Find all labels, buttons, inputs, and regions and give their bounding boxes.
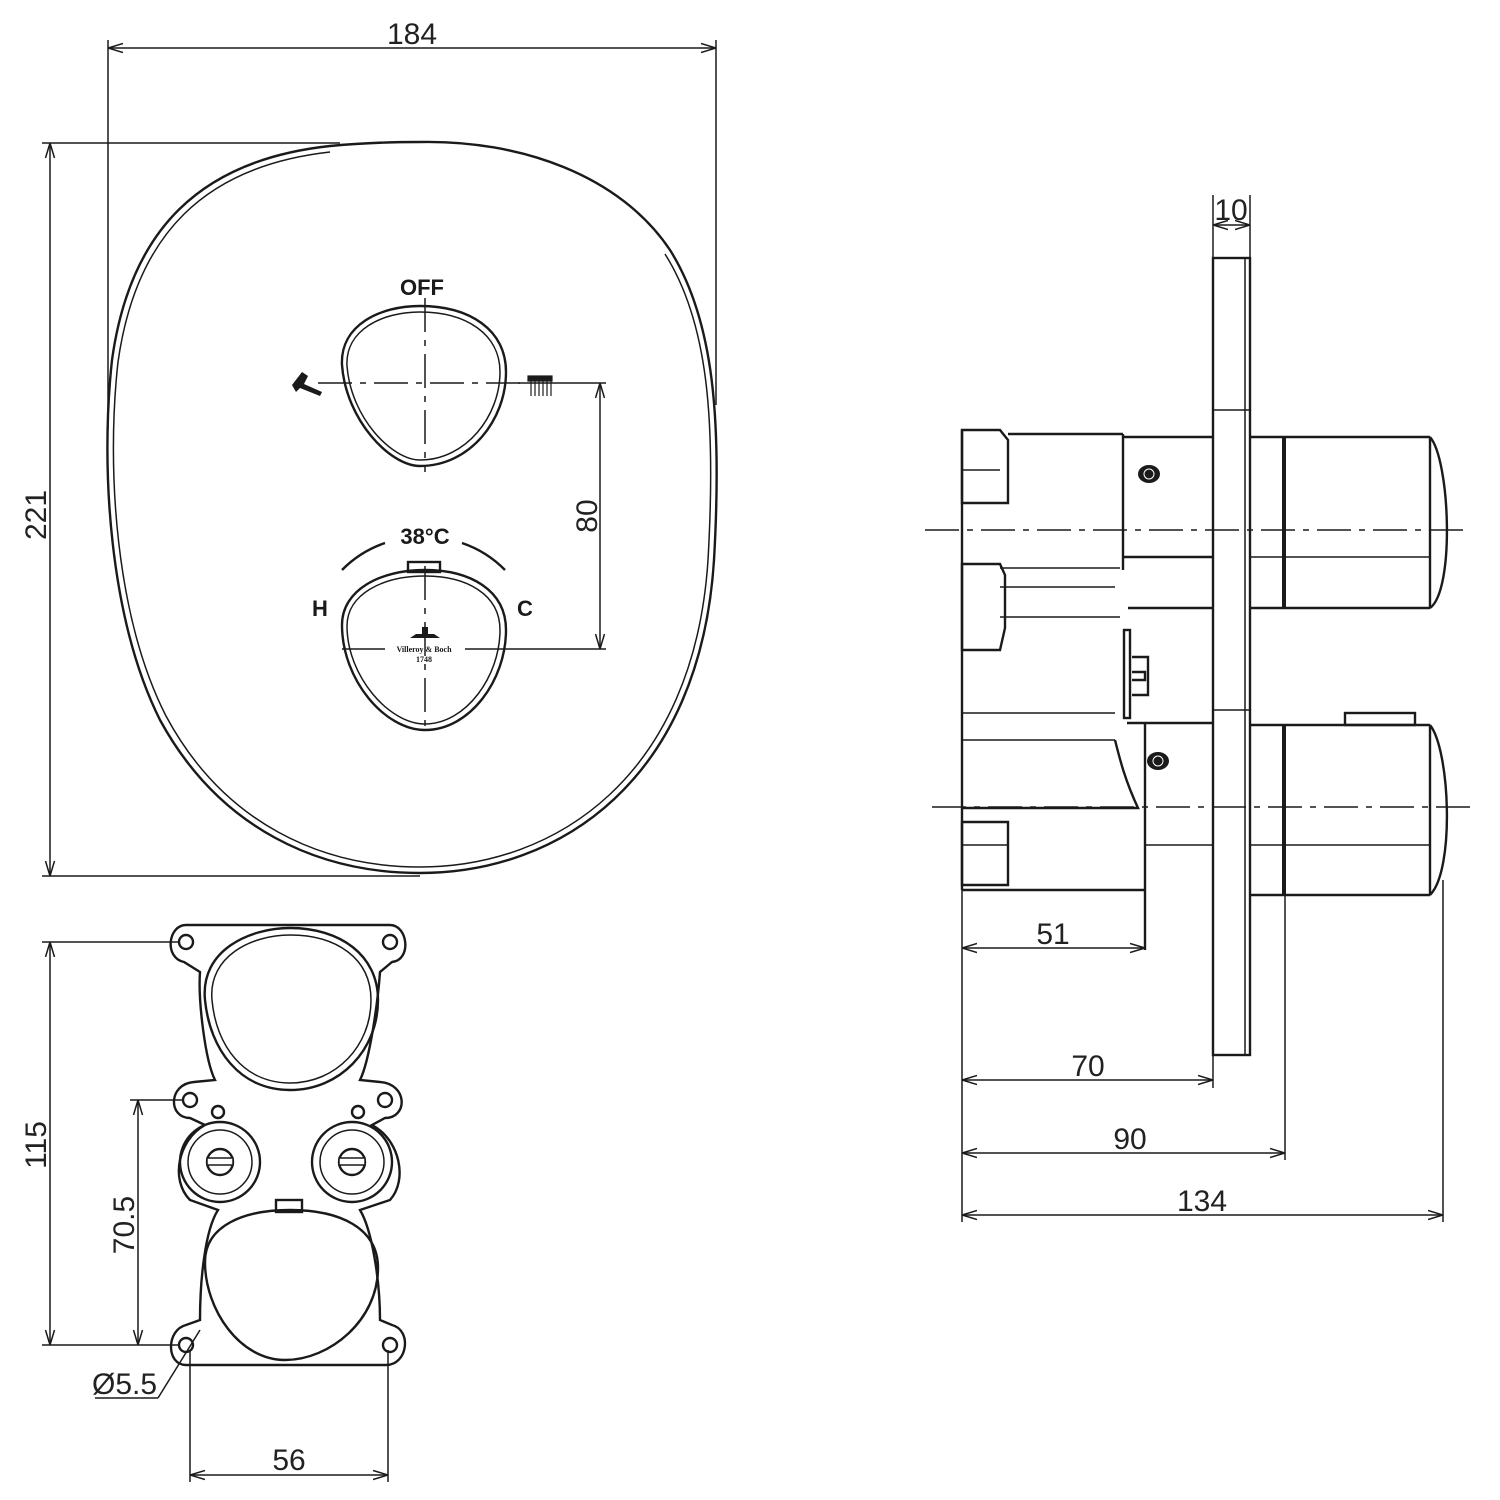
lower-handle-side[interactable] — [1250, 711, 1449, 897]
cold-inlet-stop — [310, 1120, 394, 1204]
cover-plate-side — [1211, 256, 1252, 1057]
upper-valve-inner — [211, 934, 372, 1084]
tap-spout-icon — [292, 372, 322, 396]
cover-plate-outline — [106, 140, 718, 875]
temperature-arc-right — [461, 541, 506, 571]
dimension-box-width: 56 — [189, 1350, 389, 1482]
lower-valve-tab — [274, 1198, 304, 1214]
dimension-plate-thickness: 10 — [1212, 194, 1251, 258]
svg-text:51: 51 — [1036, 918, 1069, 951]
svg-text:134: 134 — [1177, 1185, 1227, 1218]
hex-nut-upper — [960, 428, 1010, 505]
upper-valve-body — [203, 926, 380, 1092]
svg-text:90: 90 — [1113, 1123, 1146, 1156]
thermostat-knob[interactable] — [340, 568, 508, 732]
dimension-hole-spacing: 70.5 — [108, 1099, 184, 1345]
dimension-70: 70 — [962, 1050, 1214, 1088]
front-view: Villeroy & Boch 1748 OFF 38°C H C 184 22… — [20, 18, 718, 877]
svg-text:80: 80 — [571, 499, 604, 532]
dimension-134: 134 — [962, 880, 1444, 1222]
label-hot: H — [312, 596, 328, 621]
svg-text:Villeroy & Boch: Villeroy & Boch — [396, 645, 452, 654]
valve-body-lower-curve — [962, 739, 1140, 810]
shower-head-icon — [527, 375, 553, 396]
dimension-knob-spacing: 80 — [571, 383, 604, 649]
brand-logo: Villeroy & Boch 1748 — [396, 627, 452, 664]
clip-plate — [1122, 628, 1132, 720]
dimension-hole-diameter: Ø5.5 — [92, 1329, 201, 1401]
svg-text:70.5: 70.5 — [108, 1196, 141, 1254]
svg-text:56: 56 — [272, 1444, 305, 1477]
svg-text:Ø5.5: Ø5.5 — [92, 1368, 157, 1401]
side-view: 10 51 70 90 134 — [925, 194, 1475, 1222]
thermostat-knob-inner — [346, 575, 501, 725]
diverter-knob-inner — [346, 311, 501, 461]
temperature-arc-left — [341, 541, 386, 571]
lower-valve-body — [203, 1208, 380, 1362]
dimension-51: 51 — [962, 918, 1145, 951]
knob-indicator — [406, 560, 442, 574]
dimension-box-height: 115 — [20, 941, 180, 1346]
dimension-width: 184 — [107, 18, 717, 430]
screw-head-icon — [1147, 752, 1169, 770]
dimension-height: 221 — [20, 142, 420, 877]
handle-stop-button[interactable] — [1343, 711, 1417, 727]
svg-text:10: 10 — [1214, 194, 1247, 227]
label-off: OFF — [400, 275, 444, 300]
svg-text:221: 221 — [20, 490, 53, 540]
hot-inlet-stop — [178, 1120, 262, 1204]
diverter-knob[interactable] — [340, 304, 508, 468]
mounting-box-outline — [169, 923, 407, 1367]
svg-text:115: 115 — [20, 1121, 53, 1169]
svg-text:1748: 1748 — [416, 655, 432, 664]
svg-text:184: 184 — [387, 18, 437, 51]
svg-text:70: 70 — [1071, 1050, 1104, 1083]
cover-plate-inner-edge — [112, 151, 712, 868]
dimension-90: 90 — [962, 895, 1286, 1160]
hex-nut-middle — [960, 562, 1007, 652]
set-screw — [1132, 655, 1150, 697]
hex-nut-lower — [960, 820, 1010, 887]
screw-head-icon — [1138, 465, 1160, 483]
label-temperature: 38°C — [400, 524, 449, 549]
upper-handle-side[interactable] — [1250, 435, 1449, 610]
label-cold: C — [517, 596, 533, 621]
mounting-box-view: 115 70.5 Ø5.5 56 — [20, 923, 407, 1482]
